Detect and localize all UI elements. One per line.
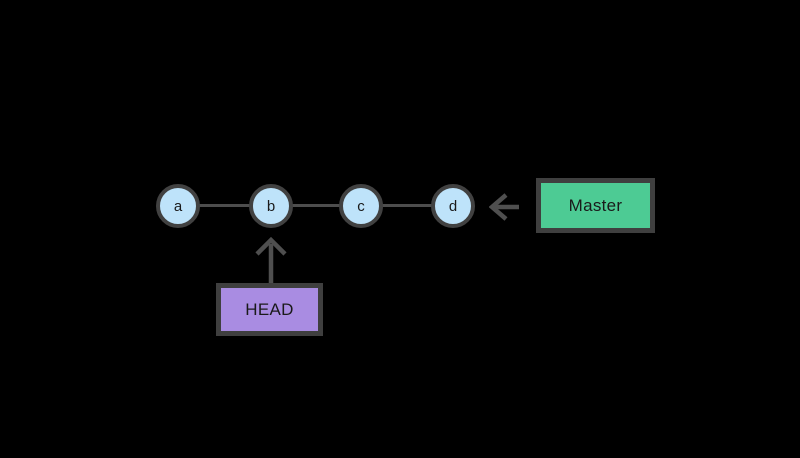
head-ref-label: HEAD: [245, 299, 294, 319]
commit-label-b: b: [266, 197, 276, 215]
master-branch-label: Master: [568, 195, 623, 215]
commit-node-a: a: [156, 184, 200, 228]
master-left-arrow-icon: [489, 193, 519, 221]
commit-node-b: b: [249, 184, 293, 228]
commit-node-d: d: [431, 184, 475, 228]
head-ref-box: HEAD: [216, 283, 323, 336]
head-up-arrow-icon: [255, 236, 287, 283]
commit-edge-line: [178, 204, 453, 207]
master-branch-box: Master: [536, 178, 655, 233]
commit-label-d: d: [448, 197, 458, 215]
commit-node-c: c: [339, 184, 383, 228]
commit-label-c: c: [357, 197, 365, 215]
commit-label-a: a: [173, 197, 183, 215]
